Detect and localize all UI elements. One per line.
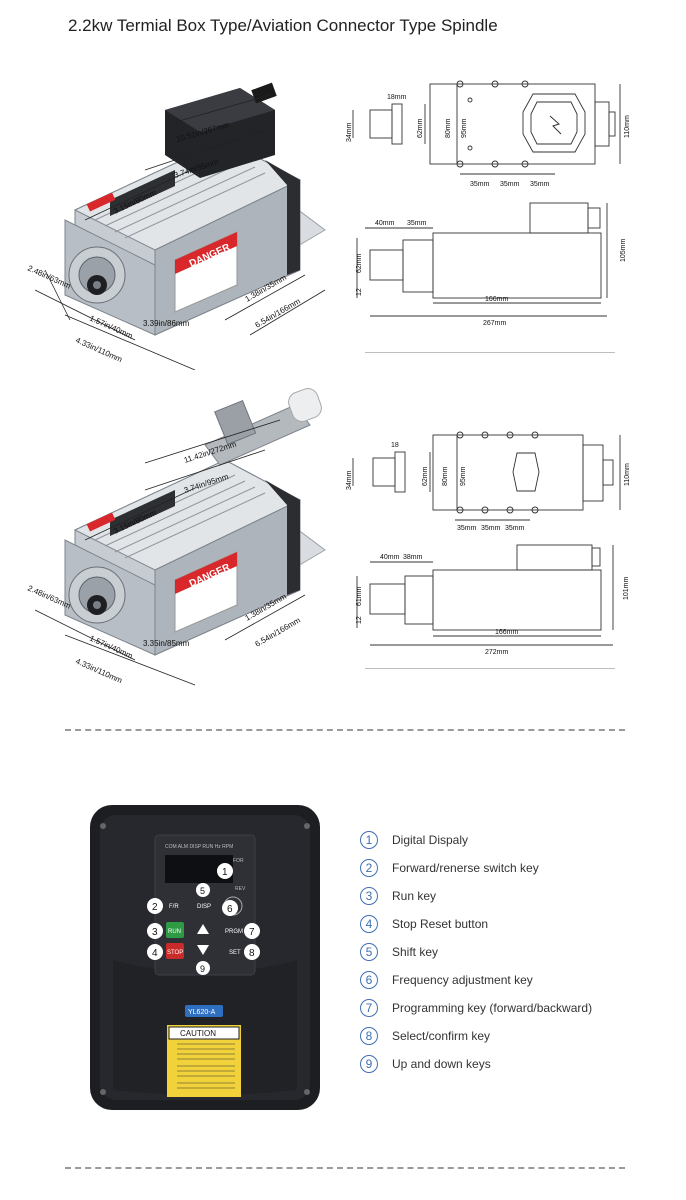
spindle-2-side-drawing: 40mm 38mm 61mm 12 101mm 166mm 272mm xyxy=(356,544,630,655)
dim-label: 166mm xyxy=(495,629,519,636)
legend-label: Forward/renerse switch key xyxy=(392,861,539,875)
dim-label: 6.54in/166mm xyxy=(254,296,303,329)
dim-label: 95mm xyxy=(461,118,468,138)
dim-label: 110mm xyxy=(624,463,631,486)
legend-number: 8 xyxy=(360,1027,378,1045)
indicator-labels: COM ALM DISP RUN Hz RPM xyxy=(165,844,233,850)
legend-label: Shift key xyxy=(392,945,439,959)
svg-text:4: 4 xyxy=(152,948,158,959)
svg-text:8: 8 xyxy=(249,948,255,959)
fr-button[interactable]: F/R xyxy=(169,904,179,910)
dim-label: 3.35in/85mm xyxy=(143,639,190,648)
legend-item: 5 Shift key xyxy=(360,938,660,966)
dim-label: 35mm xyxy=(457,525,477,532)
legend-item: 6 Frequency adjustment key xyxy=(360,966,660,994)
divider xyxy=(365,352,615,353)
svg-text:7: 7 xyxy=(249,927,255,938)
prgm-button[interactable]: PRGM xyxy=(225,929,243,935)
spindle-1-side-drawing: 40mm 35mm 62mm 12 105mm 166mm 267mm xyxy=(356,202,627,327)
dim-label: 12 xyxy=(356,288,363,296)
dim-label: 4.33in/110mm xyxy=(74,336,124,365)
dim-label: 62mm xyxy=(356,253,363,273)
rev-label: REV xyxy=(235,886,246,892)
legend-item: 4 Stop Reset button xyxy=(360,910,660,938)
legend-number: 9 xyxy=(360,1055,378,1073)
set-button[interactable]: SET xyxy=(229,950,241,956)
legend-item: 1 Digital Dispaly xyxy=(360,826,660,854)
legend-label: Up and down keys xyxy=(392,1057,491,1071)
legend-number: 2 xyxy=(360,859,378,877)
dim-label: 6.54in/166mm xyxy=(254,615,303,648)
dim-label: 62mm xyxy=(417,118,424,138)
svg-text:2: 2 xyxy=(152,902,158,913)
dim-label: 38mm xyxy=(403,554,423,561)
inverter-photo: COM ALM DISP RUN Hz RPM FOR REV 1 5 DISP… xyxy=(90,805,320,1110)
dim-label: 35mm xyxy=(530,181,550,188)
legend-number: 4 xyxy=(360,915,378,933)
dim-label: 40mm xyxy=(375,220,395,227)
dim-label: 35mm xyxy=(500,181,520,188)
dim-label: 267mm xyxy=(483,320,507,327)
for-label: FOR xyxy=(233,858,244,864)
model-label: YL620-A xyxy=(188,1009,216,1016)
svg-text:3: 3 xyxy=(152,927,158,938)
section-divider xyxy=(65,1167,625,1169)
dim-label: 95mm xyxy=(460,466,467,486)
legend-number: 6 xyxy=(360,971,378,989)
spindle-1-top-drawing: 18mm 34mm 62mm 80mm 95mm 110mm 35mm 35mm… xyxy=(346,80,631,188)
legend-label: Programming key (forward/backward) xyxy=(392,1001,593,1015)
legend-label: Run key xyxy=(392,889,437,903)
spindle-1-photo: DANGER 10.51in/267mm 3.74in/95mm 3.15in/… xyxy=(26,82,326,370)
spindle-2-top-drawing: 18 34mm 62mm 80mm 95mm 110mm 35mm 35mm 3… xyxy=(346,431,631,532)
dim-label: 61mm xyxy=(356,586,363,606)
legend-number: 5 xyxy=(360,943,378,961)
legend-number: 7 xyxy=(360,999,378,1017)
dim-label: 35mm xyxy=(481,525,501,532)
dim-label: 105mm xyxy=(620,238,627,262)
dim-label: 110mm xyxy=(624,115,631,138)
legend-number: 1 xyxy=(360,831,378,849)
stop-button[interactable]: STOP xyxy=(167,950,183,956)
dim-label: 12 xyxy=(356,616,363,624)
svg-text:5: 5 xyxy=(200,886,205,896)
dim-label: 34mm xyxy=(346,470,353,490)
legend-item: 3 Run key xyxy=(360,882,660,910)
page-title: 2.2kw Termial Box Type/Aviation Connecto… xyxy=(68,16,498,35)
legend-label: Digital Dispaly xyxy=(392,833,469,847)
dim-label: 3.39in/86mm xyxy=(143,319,190,328)
dim-label: 80mm xyxy=(445,118,452,138)
section-divider xyxy=(65,729,625,731)
key-legend: 1 Digital Dispaly 2 Forward/renerse switch… xyxy=(360,826,660,1078)
dim-label: 166mm xyxy=(485,296,509,303)
dim-label: 35mm xyxy=(470,181,490,188)
divider xyxy=(365,668,615,669)
spindle-2-photo: DANGER 11.42in/272mm 3.74in/95mm 3.15in/… xyxy=(26,388,326,686)
caution-label: CAUTION xyxy=(180,1029,216,1038)
dim-label: 18 xyxy=(391,442,399,449)
legend-item: 9 Up and down keys xyxy=(360,1050,660,1078)
dim-label: 35mm xyxy=(505,525,525,532)
legend-number: 3 xyxy=(360,887,378,905)
svg-text:9: 9 xyxy=(200,964,205,974)
legend-label: Frequency adjustment key xyxy=(392,973,533,987)
dim-label: 101mm xyxy=(623,576,630,600)
legend-item: 7 Programming key (forward/backward) xyxy=(360,994,660,1022)
legend-item: 8 Select/confirm key xyxy=(360,1022,660,1050)
run-button[interactable]: RUN xyxy=(168,929,181,935)
dim-label: 62mm xyxy=(422,466,429,486)
dim-label: 34mm xyxy=(346,122,353,142)
svg-text:1: 1 xyxy=(222,867,228,878)
dim-label: 18mm xyxy=(387,94,407,101)
disp-button[interactable]: DISP xyxy=(197,904,211,910)
dim-label: 272mm xyxy=(485,649,509,655)
svg-text:6: 6 xyxy=(227,904,233,915)
dim-label: 35mm xyxy=(407,220,427,227)
legend-label: Select/confirm key xyxy=(392,1029,491,1043)
dim-label: 80mm xyxy=(442,466,449,486)
dim-label: 40mm xyxy=(380,554,400,561)
legend-label: Stop Reset button xyxy=(392,917,489,931)
dim-label: 4.33in/110mm xyxy=(74,657,124,686)
legend-item: 2 Forward/renerse switch key xyxy=(360,854,660,882)
